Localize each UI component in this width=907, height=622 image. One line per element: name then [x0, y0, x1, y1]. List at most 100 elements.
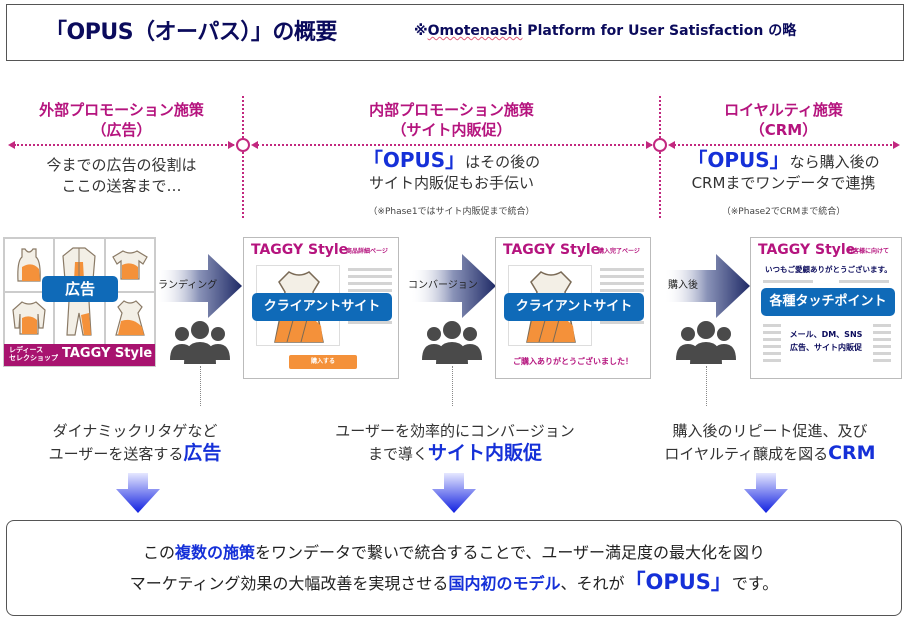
page-title: 「OPUS（オーパス）」の概要	[45, 20, 337, 45]
client-site-label: クライアントサイト	[252, 293, 392, 321]
channels-line: メール、DM、SNS	[789, 330, 863, 339]
page-brand: TAGGY Style	[251, 242, 349, 258]
channels-line: 広告、サイト内販促	[790, 343, 862, 352]
arrowhead-left-icon	[668, 141, 675, 149]
ad-panel: 広告 レディースセレクショップ TAGGY Style	[3, 237, 156, 367]
desc-line: 購入後のリピート促進、及び	[672, 422, 868, 440]
page-subtitle: 購入完了ページ	[598, 248, 640, 255]
summary-line-1: この複数の施策をワンデータで繋いで統合することで、ユーザー満足度の最大化を図り	[7, 539, 901, 563]
desc-text: ユーザーを送客する	[48, 445, 184, 463]
summary-text: をワンデータで繋いで統合することで、ユーザー満足度の最大化を図り	[254, 543, 766, 562]
down-arrow-icon	[432, 473, 476, 513]
users-icon	[676, 321, 736, 364]
placeholder-lines	[763, 324, 891, 370]
summary-text: です。	[731, 574, 779, 593]
summary-text: マーケティング効果の大幅改善を実現させる	[129, 574, 449, 593]
down-arrow-icon	[116, 473, 160, 513]
summary-emphasis: 国内初のモデル	[448, 574, 561, 593]
client-site-product-page: TAGGY Style 商品詳細ページ クライアントサイト 購入する	[243, 237, 399, 379]
note-rest: Platform for User Satisfaction の略	[522, 23, 797, 39]
placeholder-line	[763, 280, 813, 283]
tank-top-icon	[17, 248, 41, 282]
ad-label: 広告	[42, 276, 118, 302]
page-brand: TAGGY Style	[503, 242, 601, 258]
flow-arrow-icon	[156, 254, 242, 318]
users-icon	[170, 321, 230, 364]
title-note: ※Omotenashi Platform for User Satisfacti…	[414, 20, 796, 40]
channels-list: メール、DM、SNS 広告、サイト内販促	[751, 328, 901, 354]
dress-icon	[115, 300, 145, 336]
desc-site-promo: ユーザーを効率的にコンバージョン まで導くサイト内販促	[300, 420, 610, 465]
page-subtitle: 商品詳細ページ	[346, 248, 388, 255]
touchpoints-label: 各種タッチポイント	[761, 288, 895, 316]
summary-box: この複数の施策をワンデータで繋いで統合することで、ユーザー満足度の最大化を図り …	[6, 520, 902, 616]
summary-emphasis: 複数の施策	[174, 543, 255, 562]
desc-line: ユーザーを送客する広告	[0, 442, 270, 465]
flow-arrow-icon	[664, 254, 750, 318]
desc-line: 「OPUS」なら購入後の	[660, 150, 907, 173]
section-desc-external: 今までの広告の役割は ここの送客まで…	[0, 155, 243, 197]
placeholder-line	[839, 280, 889, 283]
touchpoints-page: TAGGY Style お客様に向けて いつもご愛顧ありがとうございます。 各種…	[750, 237, 902, 379]
section-title-line: （サイト内販促）	[391, 121, 512, 139]
section-title-line: 内部プロモーション施策	[369, 101, 534, 119]
arrowhead-left-icon	[8, 141, 15, 149]
buy-button: 購入する	[289, 355, 357, 369]
client-site-complete-page: TAGGY Style 購入完了ページ クライアントサイト ご購入ありがとうござ…	[495, 237, 651, 379]
section-title-line: （CRM）	[749, 121, 818, 139]
greeting: いつもご愛顧ありがとうございます。	[765, 265, 892, 274]
divider-node-icon	[236, 138, 250, 152]
clothing-thumbnail	[104, 238, 155, 292]
desc-text: ロイヤルティ醸成を図る	[664, 445, 829, 463]
note-underlined-word: Omotenashi	[427, 23, 523, 39]
flow-label-conversion: コンバージョン	[408, 280, 478, 291]
flow-label-landing: ランディング	[158, 280, 218, 291]
opus-emphasis: 「OPUS」	[624, 570, 732, 594]
tshirt-icon	[112, 250, 148, 280]
flow-label-post-purchase: 購入後	[668, 280, 698, 291]
desc-line: ここの送客まで…	[61, 177, 182, 195]
desc-line: ダイナミックリタゲなど	[52, 422, 218, 440]
note-prefix: ※	[414, 23, 428, 39]
section-desc-loyalty: 「OPUS」なら購入後の CRMまでワンデータで連携	[660, 150, 907, 194]
opus-emphasis: 「OPUS」	[687, 148, 790, 172]
shop-banner: レディースセレクショップ TAGGY Style	[4, 344, 155, 366]
section-title-line: （広告）	[91, 121, 152, 139]
arrowhead-right-icon	[893, 141, 900, 149]
section-title-loyalty: ロイヤルティ施策 （CRM）	[660, 100, 907, 140]
desc-line: 今までの広告の役割は	[46, 156, 197, 174]
desc-line: サイト内販促もお手伝い	[368, 174, 534, 192]
thanks-message: ご購入ありがとうございました！	[513, 357, 633, 366]
desc-line: まで導くサイト内販促	[300, 442, 610, 465]
divider-node-icon	[653, 138, 667, 152]
summary-text: この	[142, 543, 175, 562]
desc-emphasis: 広告	[183, 442, 222, 464]
section-divider	[242, 96, 244, 218]
users-icon	[422, 321, 482, 364]
desc-line: ロイヤルティ醸成を図るCRM	[630, 442, 907, 465]
section-desc-internal: 「OPUS」はその後の サイト内販促もお手伝い	[243, 150, 660, 194]
shop-category: レディースセレクショップ	[9, 346, 58, 362]
opus-emphasis: 「OPUS」	[362, 148, 466, 172]
phase-note: （※Phase1ではサイト内販促まで統合）	[368, 207, 535, 217]
clothing-thumbnail	[104, 291, 155, 345]
range-line-loyalty	[674, 144, 896, 146]
desc-text: まで導く	[367, 445, 428, 463]
summary-line-2: マーケティング効果の大幅改善を実現させる国内初のモデル、それが「OPUS」です。	[7, 566, 901, 596]
summary-text: 、それが	[560, 574, 625, 593]
phase-note: （※Phase2でCRMまで統合）	[721, 207, 846, 217]
desc-ad: ダイナミックリタゲなど ユーザーを送客する広告	[0, 420, 270, 465]
shop-category-line: セレクショップ	[9, 354, 58, 362]
connector-dots	[200, 366, 201, 406]
desc-text: なら購入後の	[789, 153, 880, 171]
desc-text: はその後の	[465, 153, 541, 171]
pants-icon	[66, 300, 93, 336]
section-title-line: 外部プロモーション施策	[39, 101, 204, 119]
desc-line: 「OPUS」はその後の	[243, 150, 660, 173]
page-brand: TAGGY Style	[758, 242, 856, 258]
section-divider	[659, 96, 661, 218]
section-title-line: ロイヤルティ施策	[724, 101, 843, 119]
desc-line: CRMまでワンデータで連携	[691, 174, 876, 192]
range-line-external	[14, 144, 234, 146]
desc-line: ユーザーを効率的にコンバージョン	[335, 422, 575, 440]
